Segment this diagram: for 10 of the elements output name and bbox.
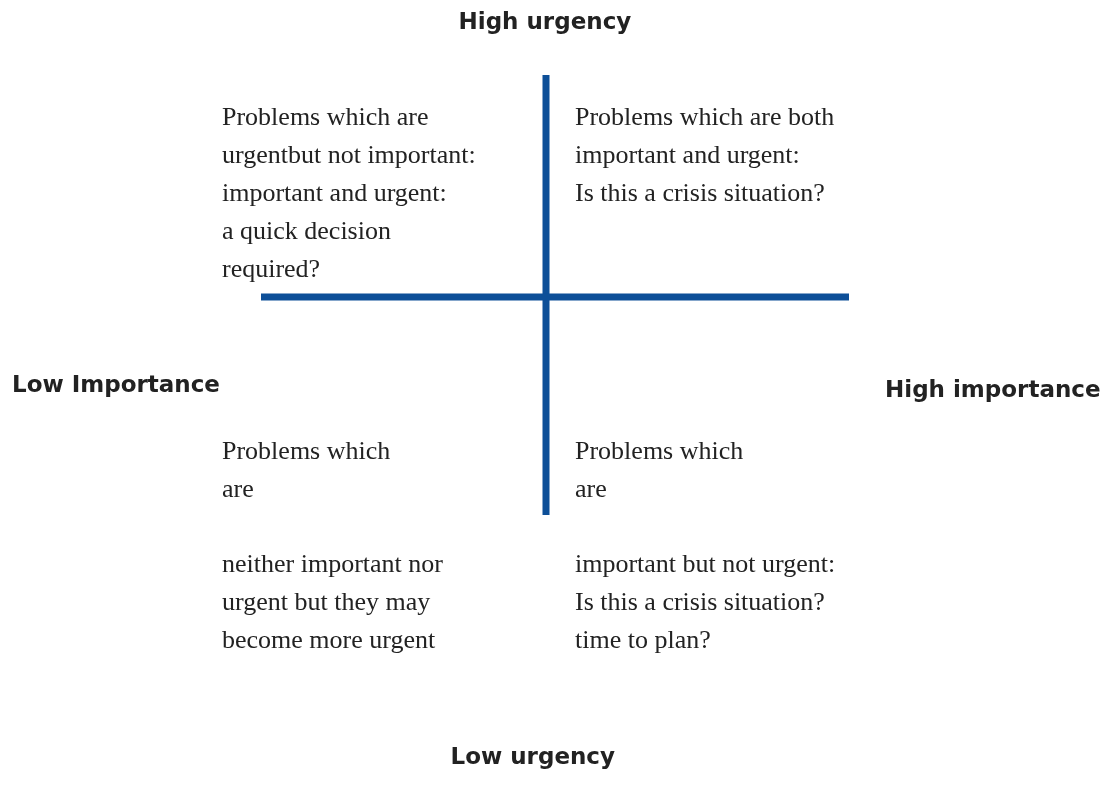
axis-label: Low Importance	[12, 371, 220, 397]
quadrant-text: Problems which are both important and urgent: Is this a crisis situation?	[575, 101, 835, 209]
axis-label: High urgency	[458, 8, 632, 34]
quadrant-text: Problems which are	[222, 435, 391, 505]
quadrant-text: Problems which are urgentbut not important: important and urgent: a quick decision required?	[222, 101, 476, 285]
quadrant-text: Problems which are	[575, 435, 744, 505]
quadrant-text: important but not urgent: Is this a crisis situation? time to plan?	[575, 548, 836, 656]
axis-label: High importance	[885, 376, 1101, 402]
quadrant-text: neither important nor urgent but they may become more urgent	[222, 548, 443, 656]
axis-label: Low urgency	[450, 743, 615, 769]
